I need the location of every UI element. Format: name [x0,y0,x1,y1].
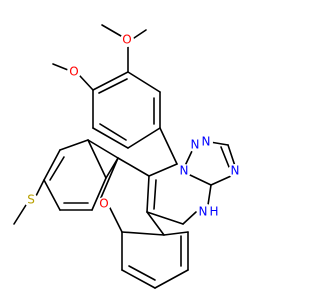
bond [210,175,232,186]
bond [35,179,45,197]
bond [43,179,61,211]
bond [121,269,156,289]
atom-label: N [180,164,189,178]
bond [98,78,128,94]
bond [146,175,150,213]
bond [146,211,165,236]
atom-label: O [99,197,108,211]
bond [92,71,129,91]
bond [49,156,65,181]
atom-o-methoxy-top: O [120,33,134,47]
atom-o-methoxy-left: O [67,65,81,79]
atom-label: O [69,65,78,79]
hydrogen-label: H [209,205,218,219]
bond [128,265,156,281]
bond [117,157,150,177]
atom-label: N [191,138,200,152]
bond [127,127,161,149]
bond [220,146,230,168]
atom-n-triazole-2: N [199,135,213,149]
bond [159,127,178,165]
atom-label: O [122,33,131,47]
atom-label: N [231,164,240,178]
bond [52,63,69,71]
atom-n-triazole-3: N [228,164,242,178]
bond [121,231,165,236]
bond [148,163,178,177]
atom-label: N [199,205,208,219]
bond [207,184,212,206]
bond [91,177,107,211]
bond [101,24,122,37]
bond [79,75,94,91]
atom-o-ring: O [97,197,111,211]
bond [127,71,161,93]
bond [99,123,127,141]
bond [227,144,236,167]
bond [146,211,184,225]
bonds [13,24,236,289]
bond [59,139,89,151]
bond [87,139,119,159]
bond [13,204,27,225]
atom-n-ring: N [177,164,191,178]
bond [154,269,189,289]
bond [87,139,107,179]
bond [182,211,197,225]
bond [43,149,61,181]
bond [189,174,212,186]
atom-labels: O O N N N N N H O [24,33,242,220]
bond [163,231,189,236]
atom-label: N [202,135,211,149]
bond [209,141,229,146]
atom-s-thio: S [24,193,38,207]
bond [99,157,119,201]
atom-n-triazole-1: N [188,138,202,152]
atom-label: S [27,193,35,207]
bond [109,207,123,233]
molecule-structure: O O N N N N N H O [13,24,242,289]
molecule-canvas: O O N N N N N H O [13,24,242,289]
atom-nh: N H [198,204,219,220]
bond [153,179,157,210]
bond [92,127,129,149]
